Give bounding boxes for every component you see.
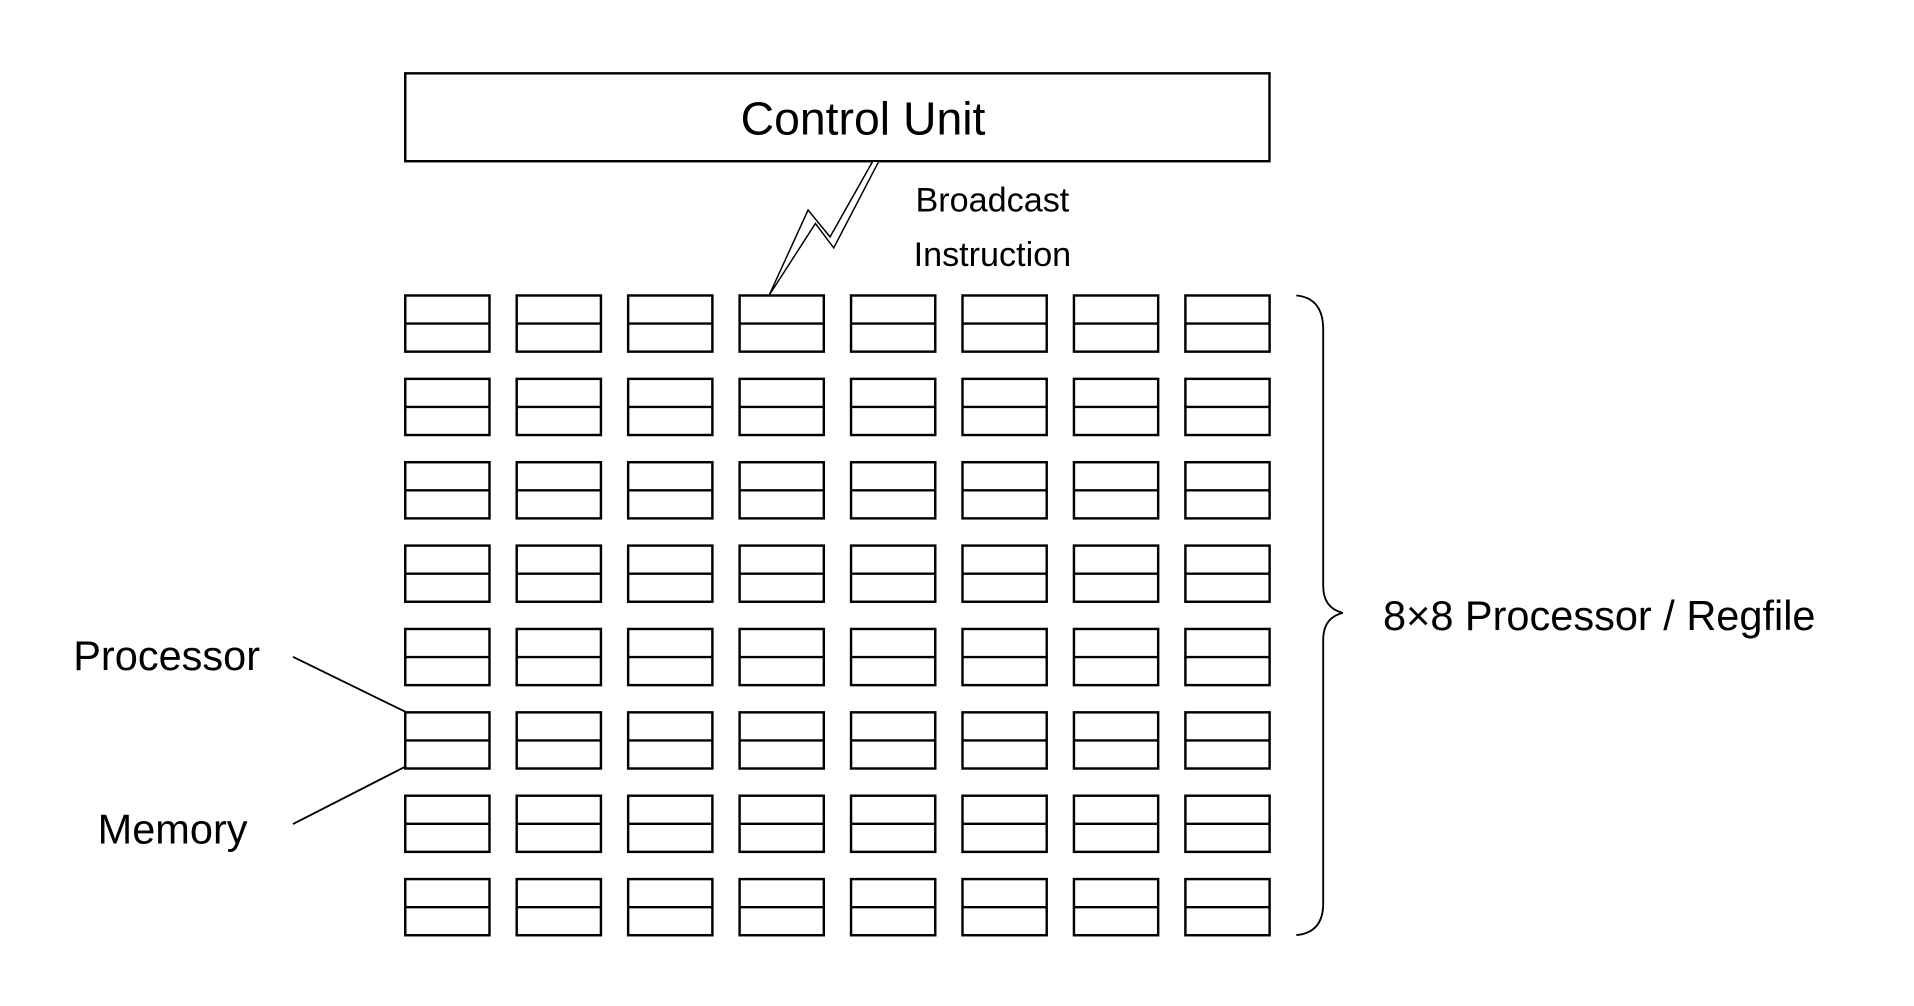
processor-grid bbox=[404, 294, 1271, 937]
grid-brace bbox=[1296, 294, 1343, 937]
processor-regfile-cell bbox=[961, 544, 1048, 603]
processor-regfile-cell bbox=[961, 711, 1048, 770]
processor-regfile-cell bbox=[849, 294, 937, 353]
processor-regfile-cell bbox=[738, 544, 826, 603]
processor-regfile-cell bbox=[738, 877, 826, 937]
processor-regfile-cell bbox=[404, 377, 491, 437]
processor-regfile-cell bbox=[738, 711, 826, 770]
processor-regfile-cell bbox=[404, 294, 491, 353]
processor-regfile-cell bbox=[515, 627, 603, 687]
processor-regfile-cell bbox=[1184, 294, 1271, 353]
processor-regfile-cell bbox=[626, 794, 714, 854]
processor-regfile-cell bbox=[738, 461, 826, 520]
processor-regfile-cell bbox=[1184, 794, 1271, 854]
processor-regfile-cell bbox=[626, 294, 714, 353]
processor-regfile-cell bbox=[515, 794, 603, 854]
processor-regfile-cell bbox=[1072, 461, 1160, 520]
processor-regfile-cell bbox=[738, 627, 826, 687]
processor-regfile-cell bbox=[849, 461, 937, 520]
processor-regfile-cell bbox=[738, 377, 826, 437]
processor-regfile-cell bbox=[1184, 544, 1271, 603]
broadcast-label-line2: Instruction bbox=[914, 236, 1072, 274]
processor-regfile-cell bbox=[849, 627, 937, 687]
processor-regfile-cell bbox=[961, 461, 1048, 520]
processor-regfile-cell bbox=[849, 711, 937, 770]
processor-regfile-cell bbox=[1184, 461, 1271, 520]
processor-regfile-cell bbox=[849, 794, 937, 854]
processor-regfile-cell bbox=[626, 377, 714, 437]
processor-regfile-cell bbox=[849, 544, 937, 603]
grid-label: 8×8 Processor / Regfile bbox=[1383, 592, 1816, 639]
processor-regfile-cell bbox=[404, 461, 491, 520]
processor-regfile-cell bbox=[515, 711, 603, 770]
broadcast-lightning-icon bbox=[768, 160, 881, 296]
processor-regfile-cell bbox=[1072, 544, 1160, 603]
processor-regfile-cell bbox=[1184, 377, 1271, 437]
processor-regfile-cell bbox=[738, 294, 826, 353]
processor-regfile-cell bbox=[1072, 877, 1160, 937]
processor-regfile-cell bbox=[626, 877, 714, 937]
processor-regfile-cell bbox=[1072, 377, 1160, 437]
memory-callout-line bbox=[292, 765, 406, 825]
processor-regfile-cell bbox=[1184, 711, 1271, 770]
control-unit-label: Control Unit bbox=[741, 92, 986, 144]
processor-regfile-cell bbox=[1072, 294, 1160, 353]
processor-regfile-cell bbox=[961, 627, 1048, 687]
processor-regfile-cell bbox=[404, 627, 491, 687]
processor-regfile-cell bbox=[961, 794, 1048, 854]
processor-regfile-cell bbox=[1184, 877, 1271, 937]
processor-regfile-cell bbox=[738, 794, 826, 854]
processor-regfile-cell bbox=[849, 877, 937, 937]
processor-regfile-cell bbox=[404, 877, 491, 937]
broadcast-label-line1: Broadcast bbox=[916, 181, 1070, 219]
processor-regfile-cell bbox=[626, 461, 714, 520]
processor-regfile-cell bbox=[515, 377, 603, 437]
processor-regfile-cell bbox=[515, 877, 603, 937]
processor-regfile-cell bbox=[626, 627, 714, 687]
processor-regfile-cell bbox=[626, 544, 714, 603]
processor-regfile-cell bbox=[515, 544, 603, 603]
processor-regfile-cell bbox=[1072, 711, 1160, 770]
processor-label: Processor bbox=[73, 632, 260, 679]
memory-label: Memory bbox=[98, 806, 248, 853]
processor-regfile-cell bbox=[515, 461, 603, 520]
processor-regfile-cell bbox=[1184, 627, 1271, 687]
processor-regfile-cell bbox=[961, 377, 1048, 437]
processor-regfile-cell bbox=[626, 711, 714, 770]
processor-regfile-cell bbox=[1072, 627, 1160, 687]
processor-regfile-cell bbox=[404, 794, 491, 854]
processor-regfile-cell bbox=[404, 544, 491, 603]
processor-regfile-cell bbox=[849, 377, 937, 437]
processor-regfile-cell bbox=[961, 877, 1048, 937]
processor-regfile-cell bbox=[515, 294, 603, 353]
processor-callout-line bbox=[292, 655, 406, 713]
processor-regfile-cell bbox=[404, 711, 491, 770]
processor-regfile-cell bbox=[1072, 794, 1160, 854]
processor-regfile-cell bbox=[961, 294, 1048, 353]
control-unit-box bbox=[404, 72, 1271, 163]
